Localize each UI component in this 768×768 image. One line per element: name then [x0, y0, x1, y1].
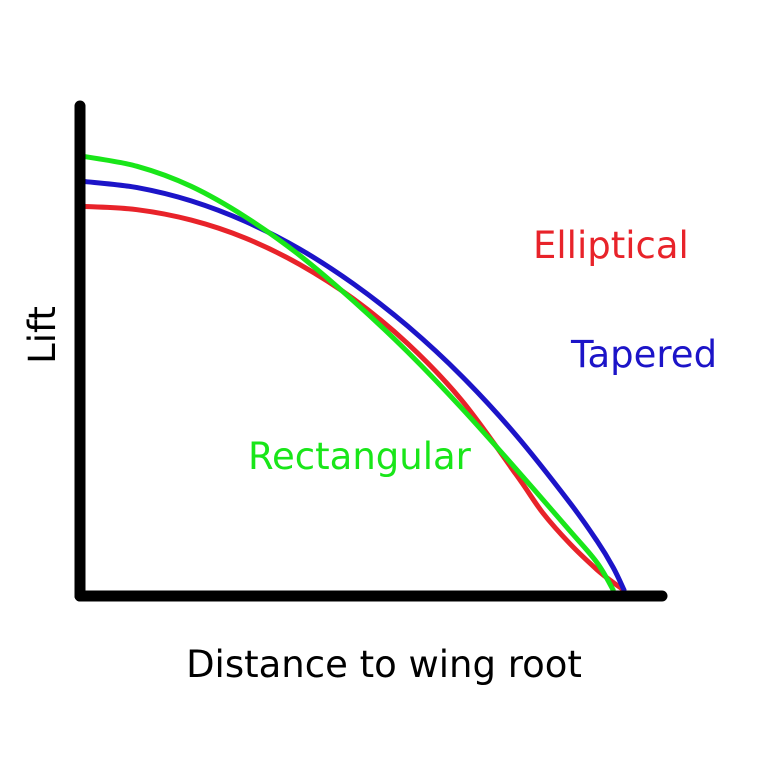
series-line-rectangular [80, 153, 616, 593]
series-curves [80, 153, 627, 593]
series-label-rectangular: Rectangular [248, 435, 472, 478]
series-label-tapered: Tapered [570, 333, 717, 376]
series-line-tapered [80, 178, 627, 593]
y-axis-title: Lift [21, 306, 64, 364]
series-line-elliptical [80, 203, 627, 593]
x-axis-title: Distance to wing root [186, 643, 582, 686]
series-label-elliptical: Elliptical [533, 224, 689, 267]
